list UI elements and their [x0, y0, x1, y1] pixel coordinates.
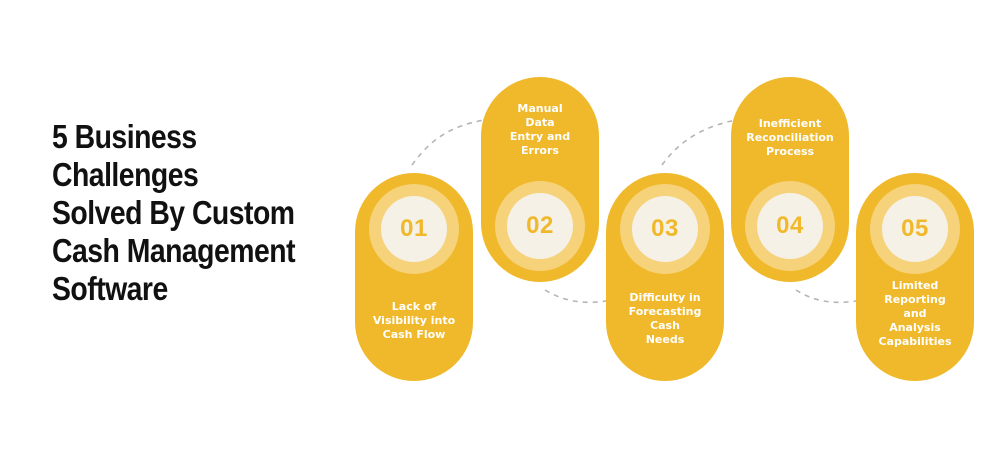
- step-03-ring: 03: [620, 184, 710, 274]
- step-01-label-line-3: Cash Flow: [382, 328, 446, 341]
- step-03-disc: 03: [632, 196, 698, 262]
- step-05-label-line-2: Reporting: [884, 293, 946, 306]
- step-03-label-line-2: Forecasting: [628, 305, 702, 318]
- step-04-pill: Inefficient Reconciliation Process 04: [731, 77, 849, 282]
- title-line-1: 5 Business: [52, 118, 197, 155]
- step-03-label-line-1: Difficulty in: [629, 291, 701, 304]
- step-02-label-line-3: Entry and: [509, 130, 571, 143]
- step-01-number: 01: [400, 215, 428, 242]
- step-04-label: Inefficient Reconciliation Process: [739, 117, 841, 159]
- step-05-ring: 05: [870, 184, 960, 274]
- step-05-disc: 05: [882, 196, 948, 262]
- title-line-3: Solved By Custom: [52, 194, 295, 231]
- step-05-label-line-4: Analysis: [889, 321, 941, 334]
- step-01-pill: 01 Lack of Visibility into Cash Flow: [355, 173, 473, 381]
- step-03-label-line-3: Cash: [650, 319, 680, 332]
- step-05-label: Limited Reporting and Analysis Capabilit…: [864, 279, 966, 349]
- step-04-disc: 04: [757, 193, 823, 259]
- step-04-ring: 04: [745, 181, 835, 271]
- connector-04-05: [795, 289, 863, 304]
- step-02-ring: 02: [495, 181, 585, 271]
- step-05-label-line-3: and: [903, 307, 927, 320]
- step-02-label: Manual Data Entry and Errors: [489, 102, 591, 158]
- connector-01-02: [411, 118, 491, 166]
- diagram-title: 5 Business Challenges Solved By Custom C…: [52, 118, 310, 308]
- title-line-4: Cash Management: [52, 232, 296, 269]
- step-02-disc: 02: [507, 193, 573, 259]
- step-03-pill: 03 Difficulty in Forecasting Cash Needs: [606, 173, 724, 381]
- step-03-label: Difficulty in Forecasting Cash Needs: [614, 291, 716, 347]
- step-04-label-line-2: Reconciliation: [746, 131, 834, 144]
- step-05-pill: 05 Limited Reporting and Analysis Capabi…: [856, 173, 974, 381]
- step-01-label: Lack of Visibility into Cash Flow: [363, 300, 465, 342]
- step-04-label-line-3: Process: [765, 145, 815, 158]
- step-05-label-line-5: Capabilities: [878, 335, 952, 348]
- step-02-label-line-2: Data: [525, 116, 555, 129]
- step-04-label-line-1: Inefficient: [758, 117, 822, 130]
- step-01-disc: 01: [381, 196, 447, 262]
- title-line-5: Software: [52, 270, 168, 307]
- step-04-number: 04: [776, 212, 804, 239]
- step-02-pill: Manual Data Entry and Errors 02: [481, 77, 599, 282]
- step-02-label-line-4: Errors: [521, 144, 559, 157]
- step-03-label-line-4: Needs: [645, 333, 685, 346]
- step-05-label-line-1: Limited: [891, 279, 939, 292]
- connector-03-04: [661, 118, 743, 166]
- step-05-number: 05: [901, 215, 929, 242]
- title-line-2: Challenges: [52, 156, 199, 193]
- step-02-label-line-1: Manual: [517, 102, 563, 115]
- step-01-label-line-2: Visibility into: [372, 314, 456, 327]
- step-03-number: 03: [651, 215, 679, 242]
- step-02-number: 02: [526, 212, 554, 239]
- step-01-label-line-1: Lack of: [391, 300, 437, 313]
- connector-02-03: [544, 289, 613, 304]
- step-01-ring: 01: [369, 184, 459, 274]
